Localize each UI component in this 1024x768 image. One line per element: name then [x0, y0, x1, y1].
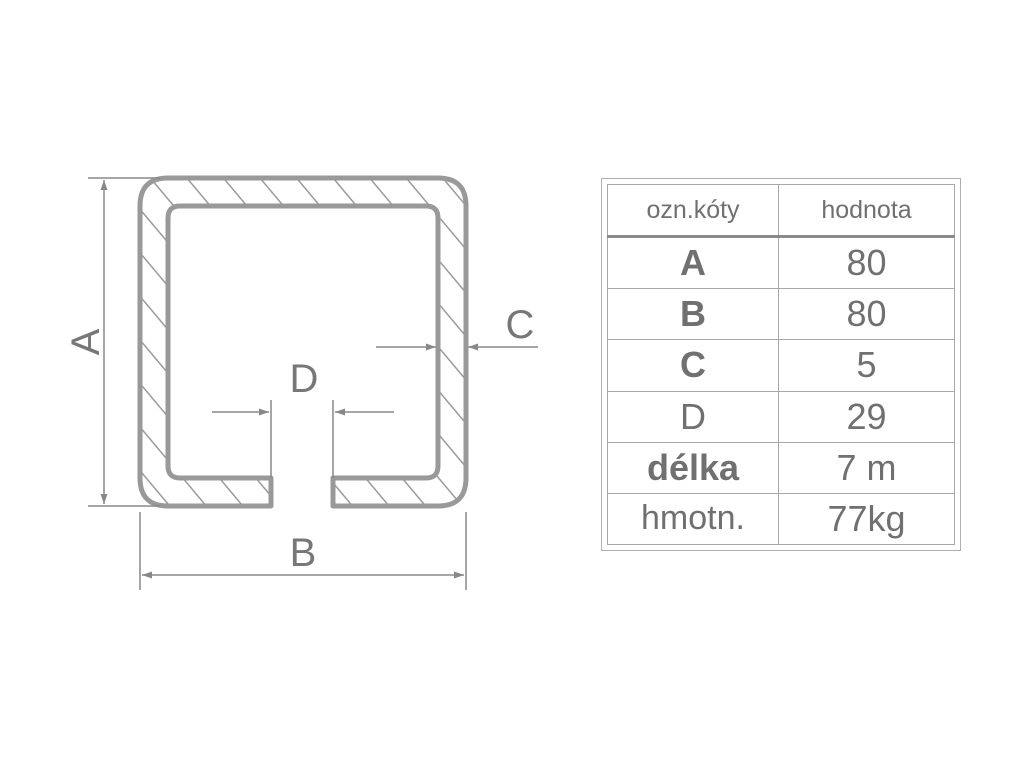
table-row: délka 7 m	[607, 441, 955, 494]
table-row: B 80	[607, 288, 955, 341]
row-label: B	[607, 288, 779, 341]
row-value: 29	[778, 390, 955, 443]
header-value: hodnota	[778, 183, 955, 239]
row-label: C	[607, 339, 779, 392]
table-row: C 5	[607, 339, 955, 392]
table-row: A 80	[607, 236, 955, 290]
row-value: 77kg	[778, 492, 955, 546]
dimension-c: C	[376, 303, 538, 351]
row-label: délka	[607, 441, 779, 494]
row-label: A	[607, 236, 779, 290]
table-row: D 29	[607, 390, 955, 443]
dimension-b: B	[139, 512, 467, 590]
row-value: 5	[778, 339, 955, 392]
dimension-b-label: B	[290, 531, 317, 575]
dimension-c-label: C	[506, 303, 535, 347]
row-label: hmotn.	[607, 492, 779, 546]
dimension-a: A	[64, 177, 160, 507]
row-value: 80	[778, 288, 955, 341]
table-row: hmotn. 77kg	[607, 492, 955, 546]
dimension-d: D	[212, 357, 394, 478]
dimension-a-label: A	[64, 328, 108, 355]
specification-table: ozn.kóty hodnota A 80 B 80 C 5 D 29 délk…	[607, 183, 955, 546]
profile-wall	[137, 175, 469, 509]
row-value: 80	[778, 236, 955, 290]
specification-table-frame: ozn.kóty hodnota A 80 B 80 C 5 D 29 délk…	[601, 178, 961, 551]
dimension-d-label: D	[290, 357, 319, 401]
header-dimension-label: ozn.kóty	[607, 183, 779, 239]
table-header-row: ozn.kóty hodnota	[607, 183, 955, 239]
row-label: D	[607, 390, 779, 443]
row-value: 7 m	[778, 441, 955, 494]
